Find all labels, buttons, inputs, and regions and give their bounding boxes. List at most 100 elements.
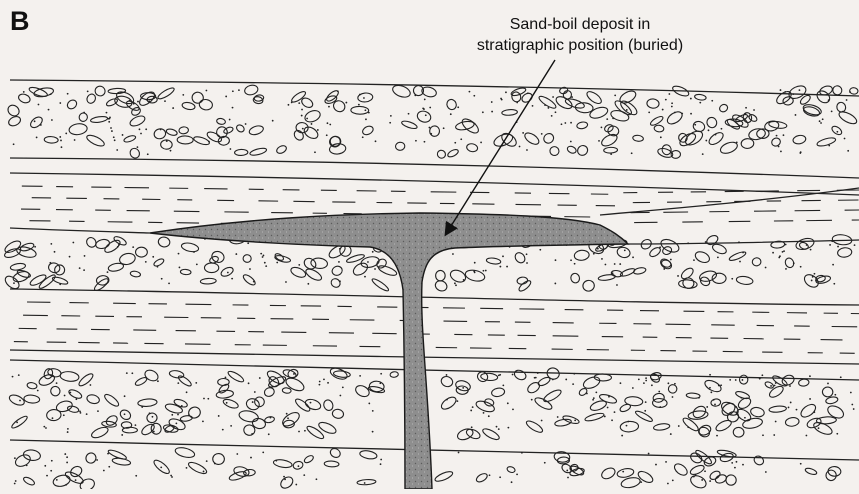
sand-grain [16,422,18,424]
sand-grain [230,425,232,427]
gravel-clast [739,375,748,384]
gravel-clast [77,372,94,388]
sand-grain [775,382,777,384]
sand-grain [367,261,369,263]
sand-grain [34,246,36,248]
gravel-clast [781,373,796,386]
sand-grain [225,377,227,379]
gravel-clast [440,375,454,388]
sand-grain [822,118,824,120]
gravel-clast [158,236,171,248]
sand-grain [79,267,81,269]
layer-boundary [10,440,859,460]
gravel-clast [10,414,28,429]
sand-grain [202,420,204,422]
sand-grain [96,459,98,461]
sand-grain [235,253,237,255]
sand-grain [619,263,621,265]
sand-grain [196,263,198,265]
layer-boundary [10,360,859,380]
sand-grain [206,460,208,462]
gravel-clast [491,387,505,397]
sand-grain [572,383,574,385]
sand-grain [610,153,612,155]
sand-grain [164,100,166,102]
sand-grain [552,96,554,98]
gravel-clast [331,265,344,277]
gravel-clast [689,464,705,477]
sand-grain [667,382,669,384]
sand-grain [567,477,569,479]
sand-grain [836,433,838,435]
sand-grain [667,483,669,485]
sand-grain [116,149,118,151]
sand-grain [186,391,188,393]
sand-grain [693,259,695,261]
sand-grain [470,410,472,412]
sand-grain [632,387,634,389]
sand-grain [141,406,143,408]
sand-grain [368,112,370,114]
sand-grain [836,131,838,133]
sand-grain [225,96,227,98]
sand-grain [506,266,508,268]
gravel-clast [6,103,21,118]
sand-grain [785,244,787,246]
sand-grain [570,259,572,261]
gravel-clast [375,257,388,270]
sand-grain [414,94,416,96]
sand-grain [539,249,541,251]
sand-grain [788,407,790,409]
sand-grain [793,262,795,264]
sand-grain [160,129,162,131]
sand-grain [422,107,424,109]
sand-grain [107,453,109,455]
gravel-clast [263,386,275,398]
gravel-clast [798,379,809,387]
gravel-clast [322,399,334,412]
sand-grain [195,382,197,384]
gravel-clast [506,466,515,474]
sand-grain [328,106,330,108]
sand-grain [638,379,640,381]
sand-grain [457,106,459,108]
sand-grain [522,132,524,134]
gravel-clast [8,393,26,407]
sand-grain [452,253,454,255]
sand-grain [742,252,744,254]
gravel-clast [177,136,193,144]
sand-grain [50,243,52,245]
sand-grain [443,127,445,129]
sand-grain [49,262,51,264]
sand-grain [714,404,716,406]
gravel-clast [837,247,852,258]
gravel-clast [636,469,654,484]
gravel-clast [805,467,818,476]
sand-grain [193,251,195,253]
sand-grain [429,107,431,109]
gravel-clast [130,270,141,277]
sand-grain [531,399,533,401]
sand-grain [844,138,846,140]
sand-grain [74,139,76,141]
sand-grain [854,244,856,246]
sand-grain [14,457,16,459]
sand-grain [157,380,159,382]
sand-grain [327,382,329,384]
sand-grain [753,109,755,111]
sand-grain [415,140,417,142]
sand-grain [612,117,614,119]
sand-grain [846,99,848,101]
gravel-clast [711,242,728,255]
sand-grain [425,114,427,116]
gravel-clast [251,417,266,430]
gravel-clast [245,397,261,411]
gravel-clast [289,265,307,279]
sand-grain [153,431,155,433]
gravel-clast [542,388,563,404]
sand-grain [631,152,633,154]
sand-grain [632,256,634,258]
gravel-clast [822,387,833,398]
gravel-clast [570,272,581,284]
sand-grain [671,106,673,108]
